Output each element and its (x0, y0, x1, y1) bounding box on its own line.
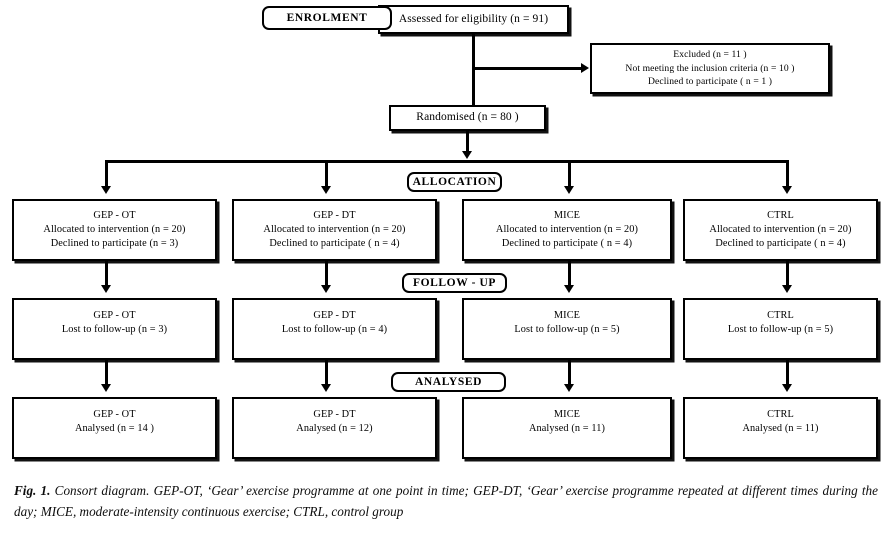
node-analysed-mice-title: MICE (553, 409, 581, 420)
arrow-followup-1-icon (101, 285, 111, 293)
stage-banner-analysed: ANALYSED (391, 372, 506, 392)
stage-banner-enrolment: ENROLMENT (262, 6, 392, 30)
node-analysed-mice: MICE Analysed (n = 11) (462, 397, 672, 459)
arrow-randomised-to-split-icon (462, 151, 472, 159)
node-allocation-mice-line-1: Allocated to intervention (n = 20) (495, 223, 639, 235)
node-followup-gep-dt: GEP - DT Lost to follow-up (n = 4) (232, 298, 437, 360)
figure-label: Fig. 1. (14, 483, 51, 498)
node-allocation-gep-ot: GEP - OT Allocated to intervention (n = … (12, 199, 217, 261)
connector-followup-to-analysed-4 (786, 360, 789, 388)
figure-caption-text: Consort diagram. GEP-OT, ‘Gear’ exercise… (14, 483, 878, 520)
stage-banner-follow-up-label: FOLLOW - UP (412, 277, 497, 289)
node-allocation-gep-dt: GEP - DT Allocated to intervention (n = … (232, 199, 437, 261)
arrow-followup-3-icon (564, 285, 574, 293)
node-allocation-gep-dt-line-2: Declined to participate ( n = 4) (269, 238, 400, 250)
arrow-analysed-1-icon (101, 384, 111, 392)
node-analysed-gep-ot-title: GEP - OT (93, 409, 136, 420)
arrow-analysed-4-icon (782, 384, 792, 392)
arrow-allocation-leg-4-icon (782, 186, 792, 194)
node-excluded-line-1: Excluded (n = 11 ) (673, 49, 747, 61)
connector-followup-to-analysed-2 (325, 360, 328, 388)
arrow-allocation-leg-1-icon (101, 186, 111, 194)
node-followup-mice: MICE Lost to follow-up (n = 5) (462, 298, 672, 360)
node-assessed-line-1: Assessed for eligibility (n = 91) (398, 12, 549, 25)
node-followup-gep-ot-title: GEP - OT (93, 310, 136, 321)
node-followup-gep-ot-line-1: Lost to follow-up (n = 3) (61, 324, 168, 336)
node-followup-mice-line-1: Lost to follow-up (n = 5) (514, 324, 620, 336)
stage-banner-analysed-label: ANALYSED (414, 376, 482, 388)
node-analysed-ctrl-line-1: Analysed (n = 11) (742, 423, 819, 435)
node-allocation-gep-ot-title: GEP - OT (93, 209, 136, 221)
arrow-to-excluded-icon (581, 63, 589, 73)
connector-allocation-to-followup-4 (786, 261, 789, 289)
node-excluded-line-3: Declined to participate ( n = 1 ) (647, 76, 773, 88)
node-assessed-for-eligibility: Assessed for eligibility (n = 91) (378, 5, 569, 34)
connector-allocation-leg-4 (786, 160, 789, 190)
node-analysed-gep-ot-line-1: Analysed (n = 14 ) (74, 423, 155, 435)
node-followup-ctrl: CTRL Lost to follow-up (n = 5) (683, 298, 878, 360)
connector-allocation-leg-3 (568, 160, 571, 190)
arrow-followup-2-icon (321, 285, 331, 293)
node-allocation-ctrl-line-1: Allocated to intervention (n = 20) (709, 223, 852, 235)
node-allocation-ctrl: CTRL Allocated to intervention (n = 20) … (683, 199, 878, 261)
node-followup-ctrl-title: CTRL (767, 310, 794, 321)
node-followup-gep-ot: GEP - OT Lost to follow-up (n = 3) (12, 298, 217, 360)
connector-followup-to-analysed-1 (105, 360, 108, 388)
arrow-analysed-2-icon (321, 384, 331, 392)
arrow-allocation-leg-2-icon (321, 186, 331, 194)
stage-banner-follow-up: FOLLOW - UP (402, 273, 507, 293)
arrow-allocation-leg-3-icon (564, 186, 574, 194)
node-followup-ctrl-line-1: Lost to follow-up (n = 5) (727, 324, 834, 336)
node-allocation-gep-dt-line-1: Allocated to intervention (n = 20) (263, 223, 406, 235)
connector-followup-to-analysed-3 (568, 360, 571, 388)
connector-allocation-leg-2 (325, 160, 328, 190)
stage-banner-allocation-label: ALLOCATION (412, 176, 497, 188)
connector-allocation-splitter (105, 160, 789, 163)
connector-assessed-to-excluded (472, 67, 582, 70)
node-allocation-ctrl-line-2: Declined to participate ( n = 4) (715, 238, 846, 250)
node-analysed-gep-dt-title: GEP - DT (313, 409, 356, 420)
connector-allocation-to-followup-2 (325, 261, 328, 289)
figure-caption: Fig. 1. Consort diagram. GEP-OT, ‘Gear’ … (14, 480, 878, 523)
node-randomised: Randomised (n = 80 ) (389, 105, 546, 131)
node-allocation-mice: MICE Allocated to intervention (n = 20) … (462, 199, 672, 261)
node-allocation-mice-line-2: Declined to participate ( n = 4) (501, 238, 633, 250)
connector-allocation-to-followup-1 (105, 261, 108, 289)
connector-assessed-to-randomised (472, 34, 475, 106)
node-allocation-gep-ot-line-1: Allocated to intervention (n = 20) (43, 223, 186, 235)
node-allocation-gep-dt-title: GEP - DT (313, 209, 356, 221)
arrow-followup-4-icon (782, 285, 792, 293)
connector-allocation-to-followup-3 (568, 261, 571, 289)
node-followup-mice-title: MICE (553, 310, 581, 321)
node-excluded-line-2: Not meeting the inclusion criteria (n = … (625, 62, 795, 74)
node-allocation-mice-title: MICE (553, 209, 581, 221)
node-analysed-ctrl-title: CTRL (767, 409, 794, 420)
arrow-analysed-3-icon (564, 384, 574, 392)
node-allocation-ctrl-title: CTRL (767, 209, 794, 221)
node-analysed-gep-ot: GEP - OT Analysed (n = 14 ) (12, 397, 217, 459)
connector-randomised-stem (466, 131, 469, 153)
node-followup-gep-dt-title: GEP - DT (313, 310, 356, 321)
stage-banner-allocation: ALLOCATION (407, 172, 502, 192)
node-allocation-gep-ot-line-2: Declined to participate (n = 3) (50, 238, 179, 250)
node-followup-gep-dt-line-1: Lost to follow-up (n = 4) (281, 324, 388, 336)
node-analysed-gep-dt-line-1: Analysed (n = 12) (296, 423, 373, 435)
node-randomised-line-1: Randomised (n = 80 ) (416, 111, 519, 124)
node-excluded: Excluded (n = 11 ) Not meeting the inclu… (590, 43, 830, 94)
node-analysed-gep-dt: GEP - DT Analysed (n = 12) (232, 397, 437, 459)
node-analysed-mice-line-1: Analysed (n = 11) (528, 423, 606, 435)
stage-banner-enrolment-label: ENROLMENT (286, 12, 368, 24)
node-analysed-ctrl: CTRL Analysed (n = 11) (683, 397, 878, 459)
connector-allocation-leg-1 (105, 160, 108, 190)
